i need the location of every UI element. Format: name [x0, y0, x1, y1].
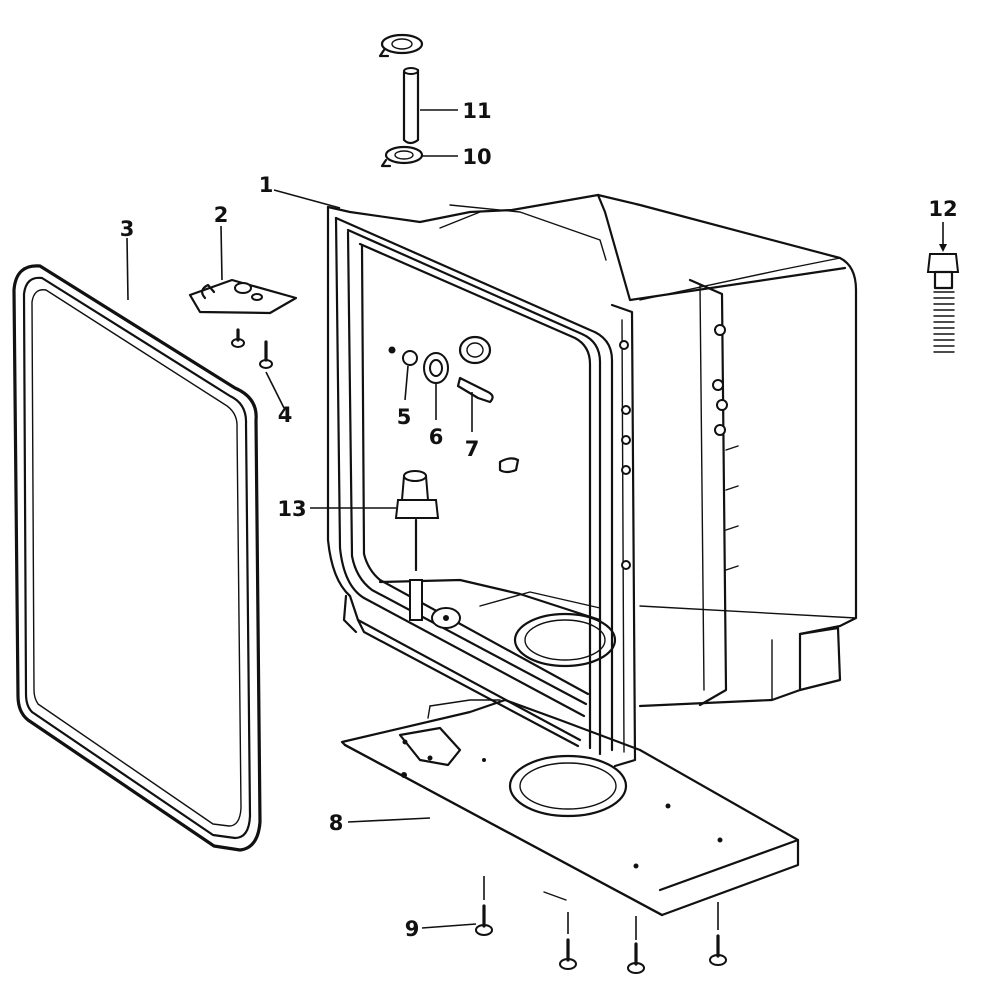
callout-10: 10	[462, 145, 491, 169]
callout-3: 3	[120, 217, 135, 241]
hinge-bracket	[188, 278, 298, 315]
callout-7: 7	[465, 437, 480, 461]
fill-fitting-spring	[926, 253, 960, 353]
callout-11: 11	[462, 99, 491, 123]
leader-lines	[126, 109, 947, 940]
base-panel	[340, 698, 800, 917]
callout-6: 6	[429, 425, 444, 449]
base-screws	[475, 904, 727, 974]
callout-1: 1	[259, 173, 274, 197]
door-gasket	[12, 264, 262, 852]
fill-tube-clamps	[378, 33, 424, 168]
callout-8: 8	[329, 811, 344, 835]
tub	[326, 193, 858, 768]
callout-labels: 1 2 3 4 5 6 7 8 9 10 11 12 13	[120, 99, 958, 941]
hinge-screws	[231, 328, 273, 369]
callout-4: 4	[278, 403, 293, 427]
callout-5: 5	[397, 405, 412, 429]
callout-12: 12	[928, 197, 957, 221]
spray-arm-parts	[388, 335, 494, 404]
callout-9: 9	[405, 917, 420, 941]
float	[394, 470, 440, 572]
callout-13: 13	[277, 497, 306, 521]
callout-2: 2	[214, 203, 229, 227]
